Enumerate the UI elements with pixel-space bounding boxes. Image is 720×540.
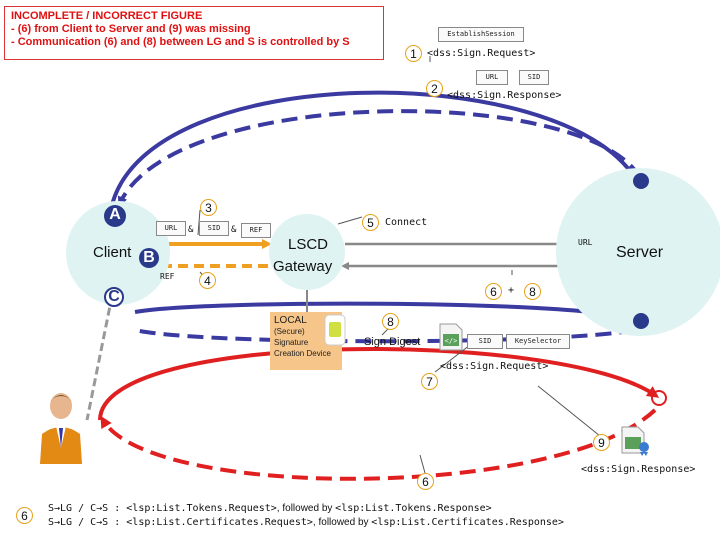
red-arc-response <box>100 408 657 481</box>
warning-line-1: INCOMPLETE / INCORRECT FIGURE <box>11 10 203 22</box>
footer-line-1-prefix: S→LG / C→S : <box>48 503 127 514</box>
server-dot-red-top <box>651 390 667 406</box>
footer-line-2-prefix: S→LG / C→S : <box>48 517 127 528</box>
step-6-gateway: 6 <box>485 283 502 300</box>
step-7: 7 <box>421 373 438 390</box>
step-6-footer: 6 <box>16 507 33 524</box>
server-node <box>556 168 720 336</box>
local-line-2: Signature <box>274 338 309 347</box>
step-8-local: 8 <box>382 313 399 330</box>
establish-session-box: EstablishSession <box>438 27 524 42</box>
footer-line-1-mid: , followed by <box>276 503 336 514</box>
warning-box: INCOMPLETE / INCORRECT FIGURE - (6) from… <box>4 6 384 60</box>
smartcard-chip-icon <box>324 314 346 346</box>
step-5: 5 <box>362 214 379 231</box>
blue-line-bottom-2 <box>134 328 636 344</box>
footer-line-2: S→LG / C→S : <lsp:List.Certificates.Requ… <box>48 517 564 528</box>
step-3: 3 <box>200 199 217 216</box>
blue-arc-response <box>118 109 642 207</box>
gray-line-c <box>85 295 114 421</box>
footer-line-1-msg1: <lsp:List.Tokens.Request> <box>126 503 277 514</box>
xml-document-icon: </> <box>439 323 463 351</box>
warning-line-2: - (6) from Client to Server and (9) was … <box>11 23 251 35</box>
svg-text:</>: </> <box>445 337 458 345</box>
sid-box-client: SID <box>199 221 229 236</box>
sign-response-label: <dss:Sign.Response> <box>447 90 562 101</box>
step-1: 1 <box>405 45 422 62</box>
sign-digest-label: Sign Digest <box>364 336 421 348</box>
server-dot-bottom <box>633 313 649 329</box>
gateway-label-1: LSCD <box>288 236 329 253</box>
sign-request-7-label: <dss:Sign.Request> <box>440 361 549 372</box>
step-8-gateway: 8 <box>524 283 541 300</box>
local-line-3: Creation Device <box>274 349 331 358</box>
sid-box-right: SID <box>467 334 503 349</box>
local-title: LOCAL <box>274 315 307 326</box>
footer-line-1-msg2: <lsp:List.Tokens.Response> <box>335 503 492 514</box>
sid-box-top: SID <box>519 70 549 85</box>
step-6-red: 6 <box>417 473 434 490</box>
amp-1: & <box>188 225 194 235</box>
blue-arc-request <box>110 90 638 206</box>
url-box-client: URL <box>156 221 186 236</box>
footer-line-2-msg2: <lsp:List.Certificates.Response> <box>371 517 564 528</box>
gateway-node <box>269 214 345 290</box>
user-avatar-icon <box>40 393 82 464</box>
key-selector-box: KeySelector <box>506 334 570 349</box>
ref-label-bottom: REF <box>160 272 175 281</box>
marker-b: B <box>139 248 159 268</box>
plus-label: + <box>508 285 515 296</box>
amp-2: & <box>231 225 237 235</box>
step-4: 4 <box>199 272 216 289</box>
ref-box-top: REF <box>241 223 271 238</box>
red-arc-request <box>98 346 660 421</box>
marker-a: A <box>104 205 126 227</box>
warning-line-3: - Communication (6) and (8) between LG a… <box>11 36 350 48</box>
marker-c: C <box>104 287 124 307</box>
client-label: Client <box>93 244 132 261</box>
footer-line-2-mid: , followed by <box>312 517 372 528</box>
signed-document-icon <box>621 426 649 456</box>
local-line-1: (Secure) <box>274 327 305 336</box>
step-2: 2 <box>426 80 443 97</box>
sign-response-9-label: <dss:Sign.Response> <box>581 464 696 475</box>
step-9: 9 <box>593 434 610 451</box>
client-node <box>66 201 170 305</box>
server-label: Server <box>616 244 664 261</box>
sign-request-label: <dss:Sign.Request> <box>427 48 536 59</box>
url-label-server: URL <box>578 238 593 247</box>
footer-line-1: S→LG / C→S : <lsp:List.Tokens.Request>, … <box>48 503 492 514</box>
connect-label: Connect <box>385 217 428 228</box>
url-box-top: URL <box>476 70 508 85</box>
footer-line-2-msg1: <lsp:List.Certificates.Request> <box>126 517 313 528</box>
server-dot-top <box>633 173 649 189</box>
gateway-label-2: Gateway <box>273 258 333 275</box>
